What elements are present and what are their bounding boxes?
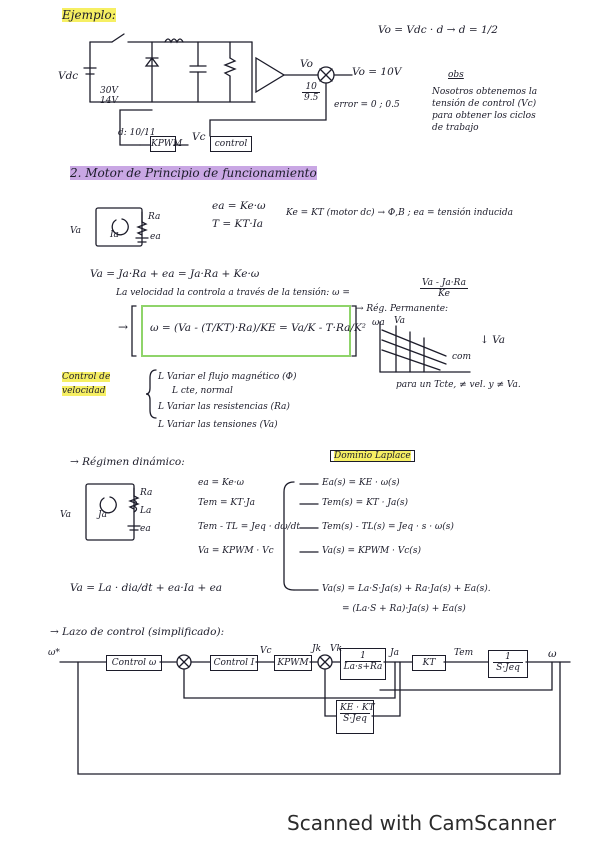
ejemplo-title: Ejemplo: xyxy=(62,8,116,22)
motor2-ja: Ja xyxy=(98,510,107,520)
motor1-va: Va xyxy=(70,226,82,236)
fb-num: KE · KT xyxy=(340,703,375,714)
motor2-la: La xyxy=(140,506,152,516)
control-w-block: Control ω xyxy=(106,655,162,671)
mech-block: 1 S·Jeq xyxy=(488,650,528,678)
va-dynamic-eq: Va = La · dia/dt + ea·Ia + ea xyxy=(70,582,223,594)
error-label: error = 0 ; 0.5 xyxy=(334,100,400,110)
laplace-eq-4: Va(s) = KPWM · Vc(s) xyxy=(322,546,421,556)
motor2-ra: Ra xyxy=(140,488,153,498)
loop-ja: Ja xyxy=(390,648,399,658)
vel-den: Ke xyxy=(438,289,450,299)
omega-equation: ω = (Va - (T/KT)·Ra)/KE = Va/K - T·Ra/K² xyxy=(150,322,366,334)
motor1-ea: ea xyxy=(150,232,161,242)
velocity-text: La velocidad la controla a través de la … xyxy=(116,288,350,298)
gain-den: 9.5 xyxy=(304,93,319,103)
control-loop-diagram xyxy=(59,654,571,775)
regimen-title: → Régimen dinámico: xyxy=(70,456,185,468)
control-i-block: Control I xyxy=(210,655,258,671)
duty-equation: Vo = Vdc · d → d = 1/2 xyxy=(378,24,498,36)
mech-num: 1 xyxy=(493,652,523,663)
ke-kt-note: Ke = KT (motor dc) → Φ,B ; ea = tensión … xyxy=(286,208,514,218)
loop-tem: Tem xyxy=(454,648,474,658)
reg-permanente: → Rég. Permanente: xyxy=(356,304,449,314)
vo-label: Vo xyxy=(300,58,313,70)
loop-jk: Jk xyxy=(312,644,322,654)
eq-ea: ea = Ke·ω xyxy=(212,200,266,212)
option-resistance: L Variar las resistencias (Ra) xyxy=(158,402,290,412)
gain-num: 10 xyxy=(302,82,321,93)
option-flux-note: L cte, normal xyxy=(172,386,233,396)
dyn-eq-4: Va = KPWM · Vc xyxy=(198,546,274,556)
option-voltage: L Variar las tensiones (Va) xyxy=(158,420,278,430)
dyn-eq-1: ea = Ke·ω xyxy=(198,478,244,488)
graph-va: Va xyxy=(394,316,406,326)
laplace-eq-6: = (La·S + Ra)·Ja(s) + Ea(s) xyxy=(342,604,466,614)
para-un-note: para un Tcte, ≠ vel. y ≠ Va. xyxy=(396,380,521,390)
mech-den: S·Jeq xyxy=(496,663,520,673)
motor1-ia: Ia xyxy=(110,230,119,240)
feedback-block: KE · KT S·Jeq xyxy=(336,700,375,734)
vdc-30v: 30V xyxy=(100,86,118,96)
loop-vc: Vc xyxy=(260,646,272,656)
motor1-ra: Ra xyxy=(148,212,161,222)
option-flux: L Variar el flujo magnético (Φ) xyxy=(158,372,297,382)
va-equation: Va = Ja·Ra + ea = Ja·Ra + Ke·ω xyxy=(90,268,260,280)
laplace-eq-1: Ea(s) = KE · ω(s) xyxy=(322,478,400,488)
graph-wa: ωa xyxy=(372,318,385,328)
omega-output: ω xyxy=(548,648,557,660)
kt-block: KT xyxy=(412,655,446,671)
control-box: control xyxy=(210,136,252,152)
obs-text: Nosotros obtenemos la tensión de control… xyxy=(432,87,538,133)
fb-den: S·Jeq xyxy=(343,714,367,724)
vdc-14v: 14V xyxy=(100,96,118,106)
omega-ref: ω* xyxy=(48,648,60,658)
graph-down-va: ↓ Va xyxy=(480,334,506,346)
obs-label: obs xyxy=(448,70,464,80)
plant-num: 1 xyxy=(345,651,381,662)
vc-label: Vc xyxy=(192,131,206,143)
dyn-eq-2: Tem = KT·Ja xyxy=(198,498,255,508)
lazo-title: → Lazo de control (simplificado): xyxy=(50,626,225,638)
vel-num: Va - Ja·Ra xyxy=(420,278,468,289)
laplace-eq-2: Tem(s) = KT · Ja(s) xyxy=(322,498,408,508)
plant-block: 1 La·s+Ra xyxy=(340,648,386,680)
section2-title: 2. Motor de Principio de funcionamiento xyxy=(70,166,317,180)
omega-arrow: → xyxy=(118,320,129,334)
laplace-eq-3: Tem(s) - TL(s) = Jeq · s · ω(s) xyxy=(322,522,454,532)
speed-torque-graph xyxy=(379,321,471,373)
laplace-eq-5: Va(s) = La·S·Ja(s) + Ra·Ja(s) + Ea(s). xyxy=(322,584,491,594)
camscanner-watermark: Scanned with CamScanner xyxy=(287,811,556,835)
laplace-label: Dominio Laplace xyxy=(334,451,411,461)
dyn-eq-3: Tem - TL = Jeq · dω/dt xyxy=(198,522,300,532)
duty-fraction: d: 10/11 xyxy=(118,128,156,138)
motor2-ea: ea xyxy=(140,524,151,534)
motor-circuit-1 xyxy=(95,207,149,247)
plant-den: La·s+Ra xyxy=(343,662,383,672)
vo-value: Vo = 10V xyxy=(352,66,402,78)
kpwm-box: KPWM xyxy=(150,136,182,152)
kpwm-block: KPWM xyxy=(274,655,312,671)
eq-torque: T = KT·Ia xyxy=(212,218,264,230)
motor-circuit-2 xyxy=(85,483,141,541)
loop-vk: Vk xyxy=(330,644,342,654)
control-velocidad-label: Control de velocidad xyxy=(62,372,111,396)
vdc-label: Vdc xyxy=(58,70,79,82)
motor2-va: Va xyxy=(60,510,72,520)
converter-circuit xyxy=(83,33,353,146)
graph-com: com xyxy=(452,352,471,362)
